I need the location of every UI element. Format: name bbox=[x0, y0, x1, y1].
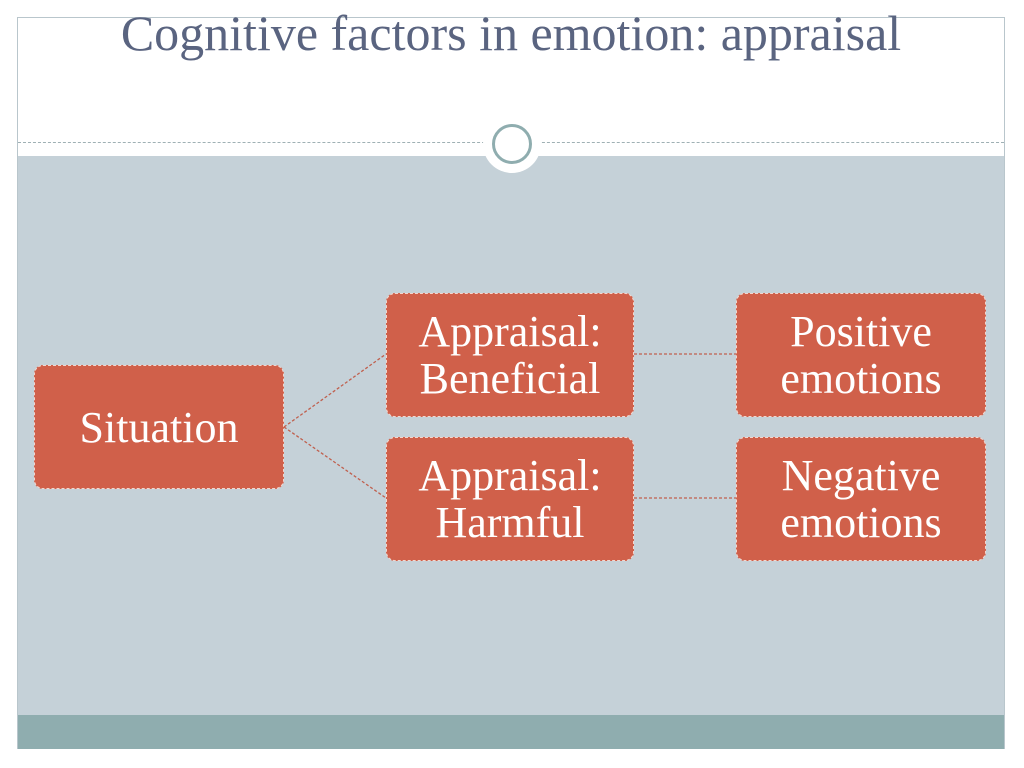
node-appraisal-harmful: Appraisal: Harmful bbox=[386, 437, 634, 561]
node-negative-emotions: Negative emotions bbox=[736, 437, 986, 561]
node-negative-emotions-line2: emotions bbox=[780, 498, 942, 547]
node-appraisal-beneficial-line2: Beneficial bbox=[419, 354, 601, 403]
node-positive-emotions-line1: Positive bbox=[790, 307, 932, 356]
node-appraisal-harmful-line1: Appraisal: bbox=[418, 451, 602, 500]
node-appraisal-beneficial: Appraisal: Beneficial bbox=[386, 293, 634, 417]
node-appraisal-beneficial-line1: Appraisal: bbox=[418, 307, 602, 356]
circle-ornament-ring bbox=[492, 124, 532, 164]
node-negative-emotions-line1: Negative bbox=[781, 451, 941, 500]
node-situation: Situation bbox=[34, 365, 284, 489]
node-positive-emotions: Positive emotions bbox=[736, 293, 986, 417]
slide-title: Cognitive factors in emotion: appraisal bbox=[120, 5, 902, 61]
circle-ornament-icon bbox=[483, 115, 541, 173]
node-situation-label: Situation bbox=[79, 402, 239, 452]
connector-situation-harmful bbox=[283, 426, 387, 499]
node-positive-emotions-line2: emotions bbox=[780, 354, 942, 403]
footer-band bbox=[18, 715, 1004, 749]
node-appraisal-harmful-line2: Harmful bbox=[435, 498, 585, 547]
connector-situation-beneficial bbox=[283, 353, 387, 428]
